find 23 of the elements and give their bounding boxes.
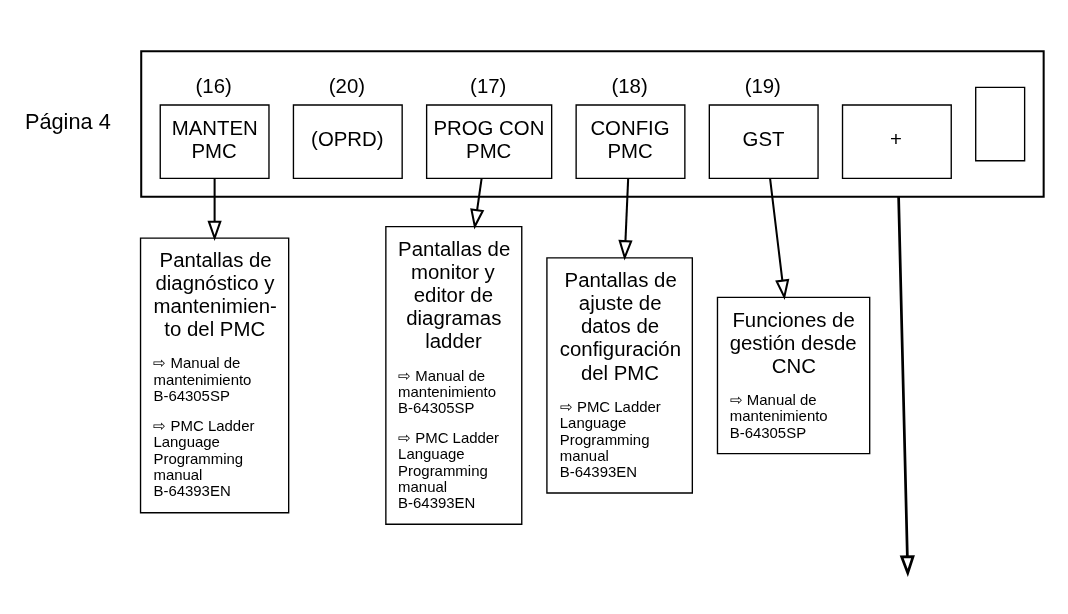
node-box: (OPRD)	[292, 103, 403, 179]
node-box: PROG CON PMC	[425, 103, 553, 179]
arrow	[470, 177, 485, 229]
node-box: Pantallas de ajuste de datos de configuración del PMC ⇨ PMC Ladder Language Programming manual B-64393EN	[546, 256, 693, 494]
node-box: CONFIG PMC	[575, 103, 686, 179]
node-box	[975, 86, 1026, 161]
node-label: (19)	[744, 74, 781, 97]
node-box: +	[841, 103, 952, 179]
node-box: GST	[708, 103, 819, 179]
node-box: MANTEN PMC	[159, 103, 270, 179]
node-label: (20)	[328, 74, 366, 97]
node-box: Funciones de gestión desde CNC ⇨ Manual de mantenimiento B-64305SP	[716, 296, 871, 454]
cluster	[140, 49, 1045, 198]
arrow	[897, 196, 915, 577]
arrow	[207, 177, 222, 241]
node-label: (18)	[611, 74, 648, 97]
node-label: (16)	[195, 74, 232, 97]
node-label: Página 4	[24, 108, 111, 134]
node-box: Pantallas de monitor y editor de diagramas ladder ⇨ Manual de mantenimiento B-64305SP ⇨ PMC Ladder Language Programming manual B-64393EN	[385, 225, 523, 525]
node-box: Pantallas de diagnóstico y mantenimien- to del PMC ⇨ Manual de mantenimiento B-64305SP ⇨ PMC Ladder Language Programming manual B-64393EN	[139, 237, 290, 513]
arrow	[618, 177, 633, 261]
arrow	[769, 177, 790, 300]
node-label: (17)	[470, 74, 507, 97]
